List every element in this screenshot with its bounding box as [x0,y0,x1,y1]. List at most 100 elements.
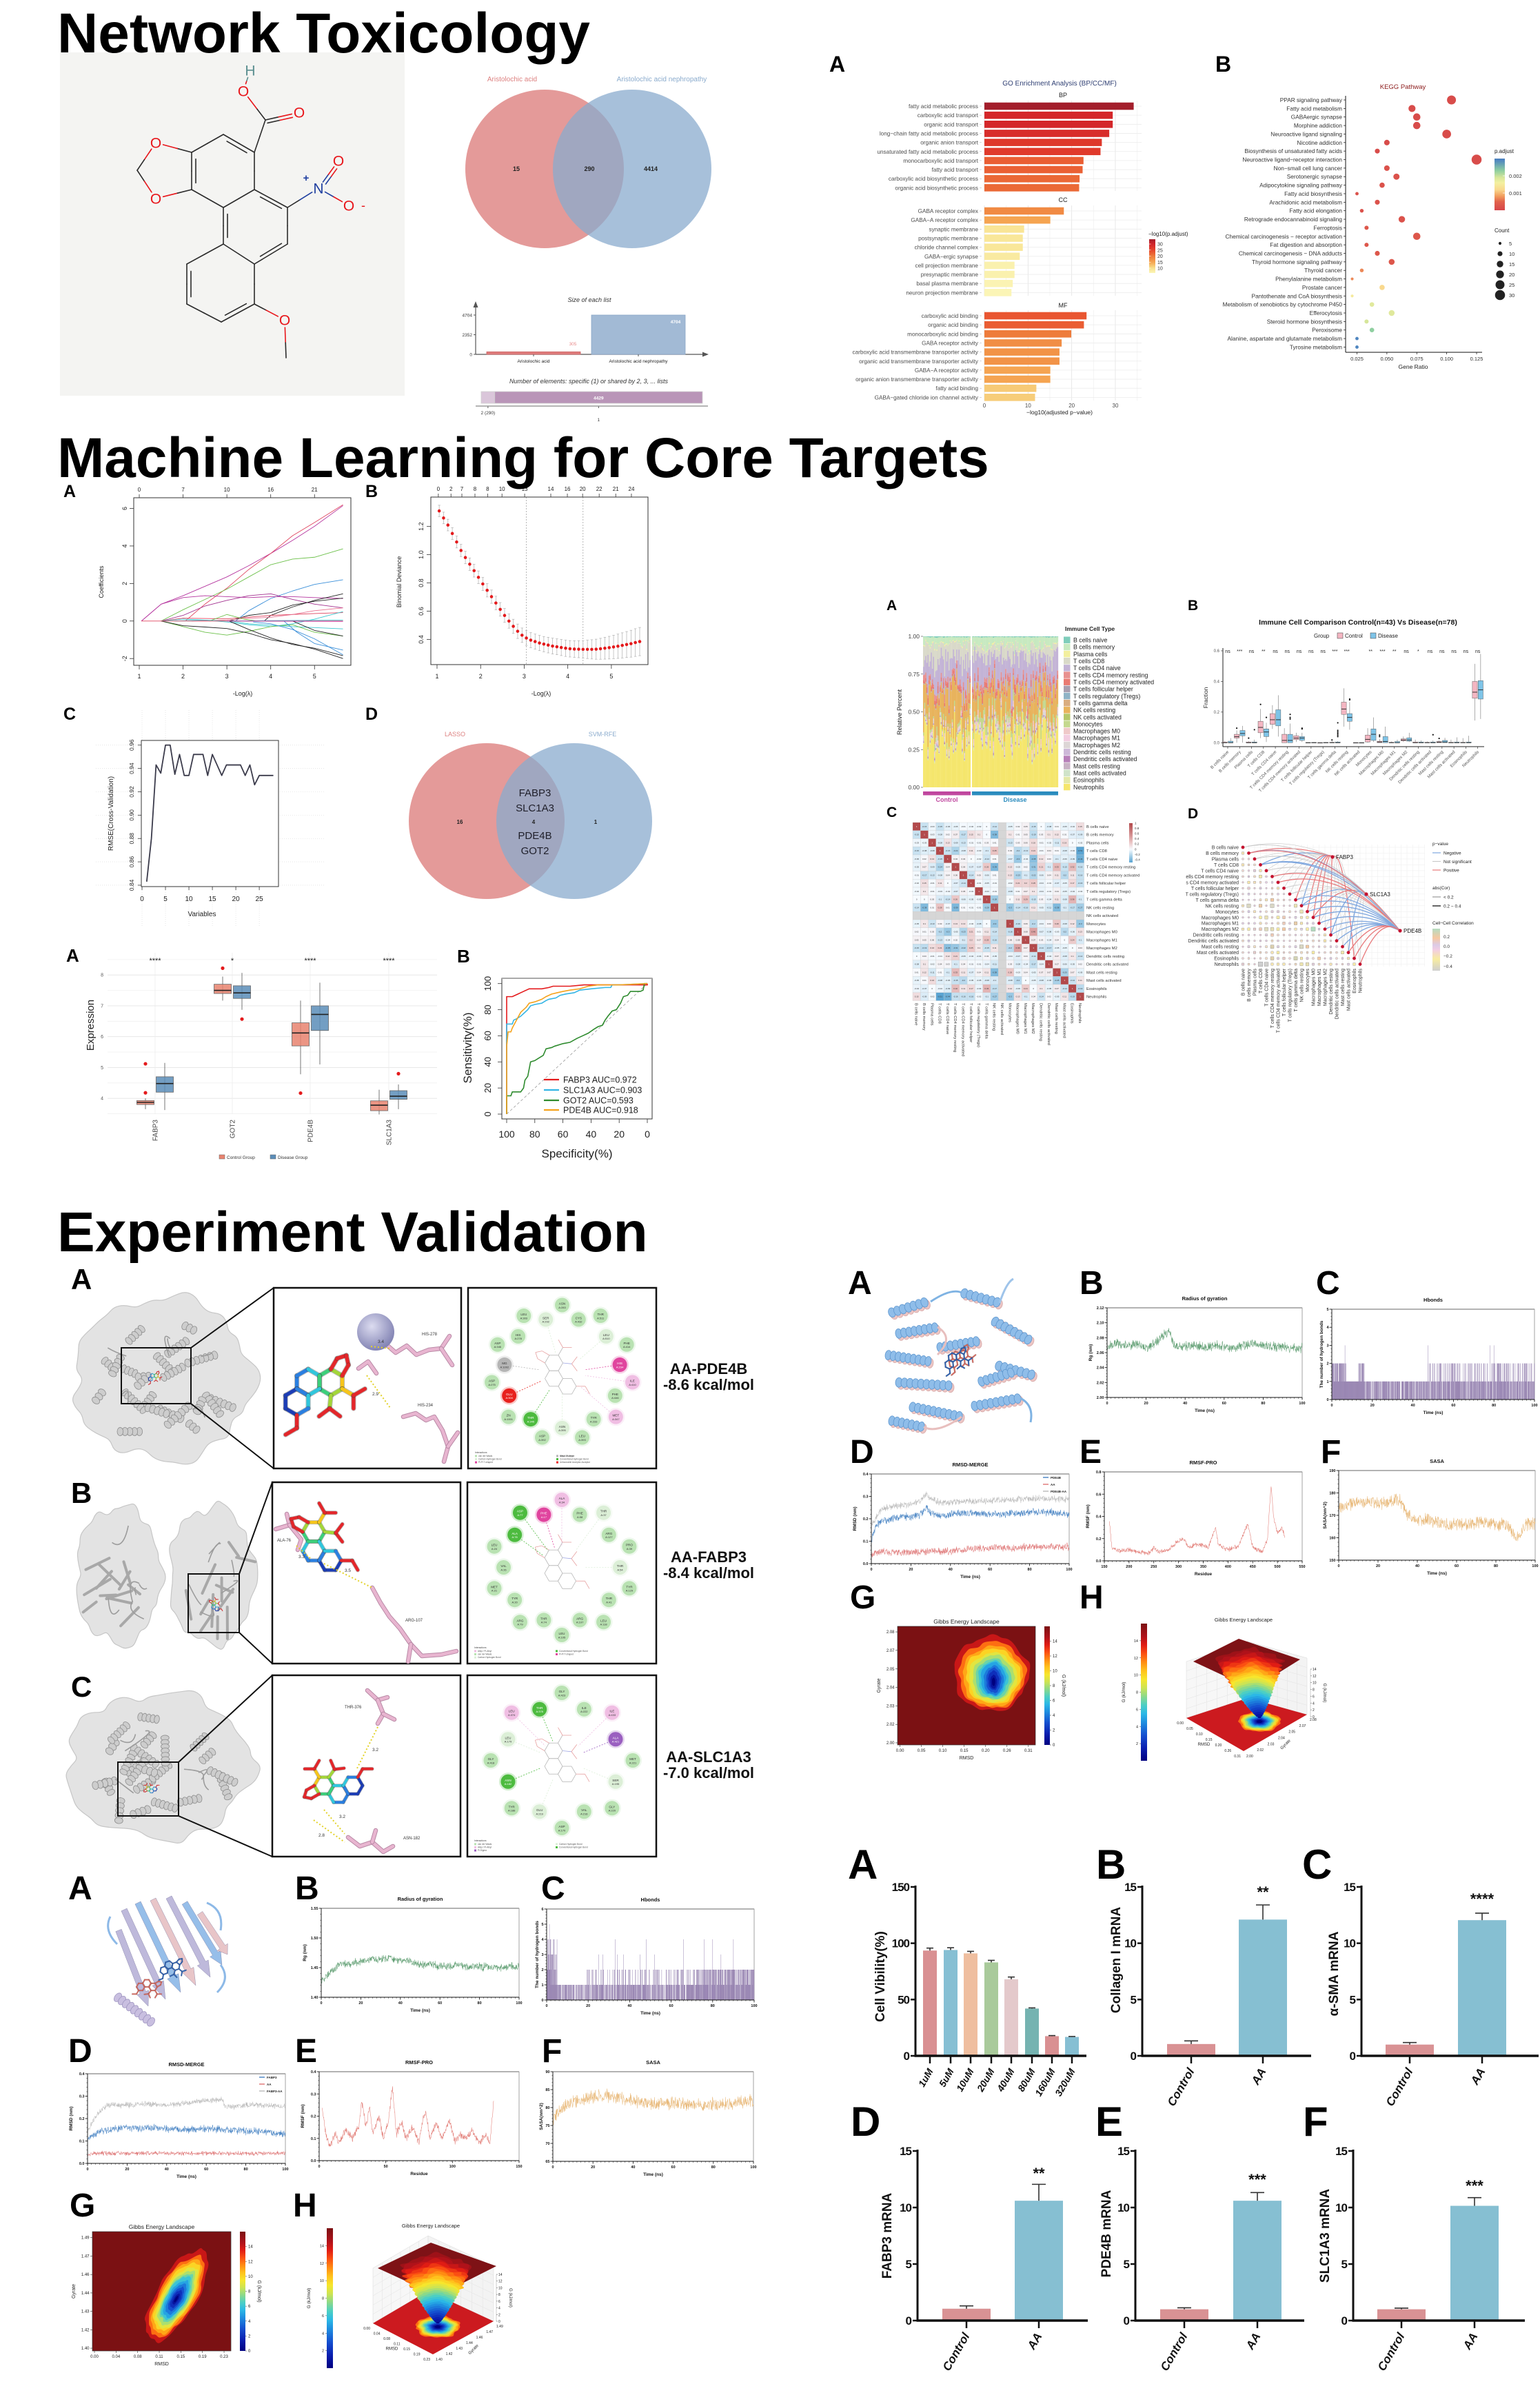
category-label: organic anion transmembrane transporter … [855,376,979,383]
cell-value: -0.04 [1046,898,1051,901]
stacked-segment [931,737,933,738]
stacked-segment [1028,637,1030,651]
y-tick-label: 0.94 [128,762,135,774]
stacked-segment [1011,739,1012,745]
stacked-segment [1055,738,1056,741]
significance-label: ns [1273,649,1278,654]
stacked-segment [1044,636,1045,642]
cell-value: 1 [978,890,980,893]
significance-label: ns [1308,649,1314,654]
double-bond-line [267,119,281,124]
stacked-segment [1011,716,1012,731]
cell-value: -0.13 [930,873,935,876]
stacked-segment [1033,757,1035,759]
stacked-segment [968,743,970,745]
overlap-gene-label: FABP3 [519,787,551,799]
cell-value: 0 [931,987,933,990]
panel-label: D [365,705,378,724]
correlation-square [1253,957,1256,960]
group-disease-samples [972,636,1059,787]
cell-value: 0.04 [946,873,950,876]
stacked-segment [976,729,978,730]
cell-value: -0.16 [953,996,958,998]
correlation-square [1270,940,1274,942]
cell-value: 0 [916,955,918,958]
y-tick-label: 1.0 [418,550,425,559]
cell-value: -0.13 [961,841,966,844]
stacked-segment [927,705,929,707]
stacked-segment [1057,678,1059,680]
stacked-segment [945,727,946,787]
cell-value: 0.13 [930,858,934,860]
cell-value: 0 [1009,898,1011,901]
stacked-segment [1019,687,1021,712]
stacked-segment [1055,745,1056,787]
venn-count: 4414 [644,165,658,172]
stacked-segment [987,690,989,693]
stacked-segment [1039,710,1041,711]
legend-swatch [1064,657,1071,665]
stacked-segment [937,736,939,741]
cell-value: 0.05 [915,938,919,941]
correlation-square [1306,944,1309,949]
stacked-segment [959,636,961,637]
stacked-segment [1042,700,1044,709]
stacked-segment [1022,728,1024,787]
stacked-segment [931,732,933,733]
stacked-segment [978,697,980,699]
cell-value: -0.03 [977,849,982,852]
cell-value: 0.13 [1078,931,1082,933]
stacked-segment [995,727,997,729]
cell-value: -0.3 [1009,906,1013,909]
stacked-segment [984,725,986,787]
cell-value: 0.33 [953,971,958,973]
deviance-point [607,646,611,649]
correlation-square [1253,887,1256,889]
size-legend-dot [1495,280,1505,290]
stacked-segment [929,736,931,740]
stacked-segment [991,636,992,647]
stacked-segment [1013,707,1015,709]
stacked-segment [977,716,979,719]
stacked-segment [945,720,946,723]
stacked-segment [926,723,928,724]
stacked-segment [1049,734,1051,787]
colorbar-tick-label: -0.4 [1135,858,1140,861]
bond [238,189,255,199]
outlier-point [1337,732,1339,735]
stacked-segment [1037,667,1039,697]
stacked-segment [1013,731,1015,733]
stacked-segment [1024,727,1026,728]
stacked-segment [1027,749,1029,754]
stacked-segment [1022,727,1024,729]
atom-label: O [279,313,290,329]
stacked-segment [1020,736,1022,738]
cell-value: -0.05 [1062,947,1067,949]
stacked-segment [1048,740,1050,743]
stacked-segment [926,636,928,642]
stacked-segment [966,695,968,703]
deviance-point [525,636,528,640]
stacked-segment [977,681,979,683]
cell-value: 0.04 [1055,890,1059,893]
y-tick-label: 1.2 [418,522,425,531]
stacked-segment [1028,663,1030,688]
stacked-segment [989,747,991,749]
category-label: presynaptic membrane [921,272,979,278]
stacked-segment [1035,676,1037,680]
stacked-segment [997,636,999,644]
stacked-segment [1009,723,1011,725]
stacked-segment [969,716,971,787]
deviance-point [581,647,585,651]
significance-label: ns [1225,649,1230,654]
stacked-segment [983,725,984,728]
bond [223,134,240,144]
category-label: carboxylic acid biosynthetic process [889,176,978,182]
category-label: carboxylic acid binding [922,313,979,319]
immune-cell-correlation-heatmap: C1-0.15-0.03-0.15-0.06-0.05-0.01-0.02-0.… [886,805,1140,1056]
cell-value: -0.25 [1055,979,1060,982]
stacked-segment [931,691,932,693]
stacked-segment [1020,739,1022,742]
